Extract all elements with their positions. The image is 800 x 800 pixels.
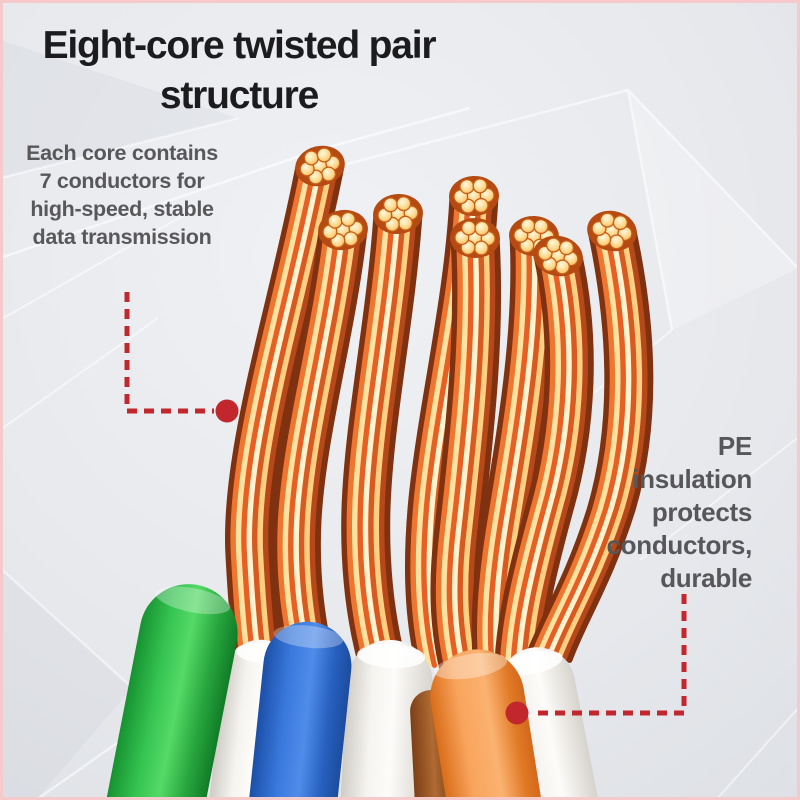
annotation-right-line-4: conductors, xyxy=(606,530,753,560)
callout-dot-right xyxy=(505,701,529,725)
white-sleeve-2 xyxy=(335,639,433,800)
callouts-group xyxy=(124,292,687,725)
white-sleeve-3 xyxy=(499,647,618,800)
page-title: Eight-core twisted pair structure xyxy=(0,21,478,121)
annotation-left-line-3: high-speed, stable xyxy=(30,197,214,221)
annotation-left: Each core contains 7 conductors for high… xyxy=(6,139,238,251)
green-sleeve xyxy=(101,584,238,800)
blue-sleeve xyxy=(241,621,352,800)
annotation-left-line-2: 7 conductors for xyxy=(39,169,205,193)
title-line-1: Eight-core twisted pair xyxy=(42,24,437,67)
annotation-right-line-2: insulation xyxy=(632,464,752,494)
title-line-2: structure xyxy=(159,74,319,117)
annotation-right-line-1: PE xyxy=(717,431,752,461)
annotation-right-line-5: durable xyxy=(660,563,752,593)
annotation-left-line-4: data transmission xyxy=(32,225,212,249)
insulation-sleeves-group xyxy=(101,584,618,800)
callout-line-right xyxy=(538,594,687,716)
annotation-left-line-1: Each core contains xyxy=(26,141,218,165)
annotation-right-line-3: protects xyxy=(651,497,752,527)
annotation-right: PE insulation protects conductors, durab… xyxy=(432,430,753,595)
callout-dot-left xyxy=(215,399,239,423)
callout-line-left xyxy=(124,292,214,414)
